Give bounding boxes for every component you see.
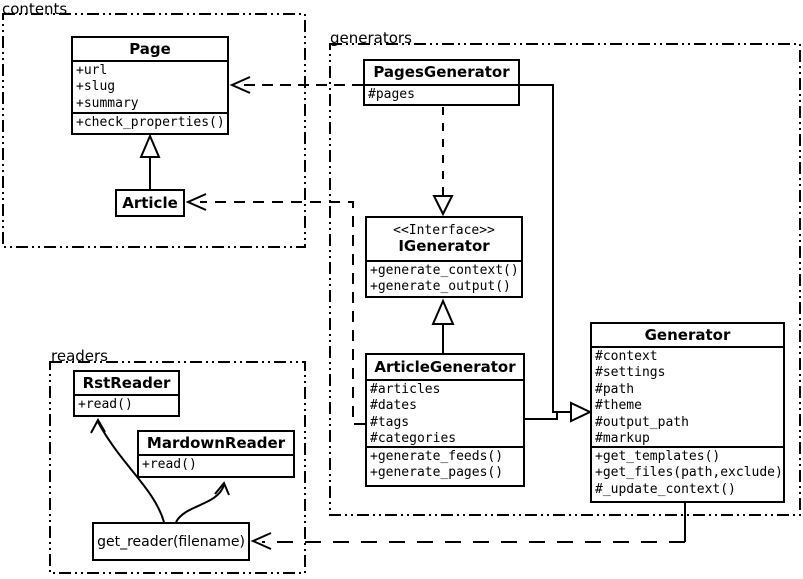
class-articlegenerator-methods: +generate_feeds() +generate_pages() [367,448,523,482]
attribute: #context [595,349,658,364]
class-article-title: Article [122,193,178,212]
attribute: #dates [370,398,417,414]
method: +read() [78,397,133,412]
class-igenerator-title: <<Interface>> IGenerator [367,218,521,262]
attribute: +summary [76,95,139,111]
method: +check_properties() [76,115,225,130]
method: +generate_output() [370,279,511,295]
package-generators-frame [329,43,801,516]
class-igenerator: <<Interface>> IGenerator +generate_conte… [365,216,523,298]
method: +read() [142,457,197,472]
class-markdownreader-title: MardownReader [139,432,293,456]
attribute: #pages [368,87,415,102]
package-contents-label: contents [2,0,68,18]
node-getreader-label: get_reader(filename) [97,533,245,550]
attribute: #tags [370,414,410,430]
attribute: #output_path [595,414,689,430]
edge-article-inherits-page [139,133,161,189]
class-igenerator-methods: +generate_context() +generate_output() [367,262,521,296]
package-readers-frame [49,361,306,574]
class-rstreader-methods: +read() [75,396,178,413]
class-articlegenerator-title: ArticleGenerator [367,355,523,381]
package-generators-label: generators [330,29,412,47]
class-igenerator-name: IGenerator [398,236,490,255]
edge-pagesgenerator-inherits-generator [520,84,571,413]
class-pagesgenerator-title: PagesGenerator [365,61,518,86]
class-page-methods: +check_properties() [73,114,227,131]
attribute: #theme [595,398,642,414]
attribute: +slug [76,79,116,95]
edge-articlegenerator-realizes-igenerator [431,298,455,354]
class-igenerator-stereotype: <<Interface>> [393,222,495,238]
class-generator-title: Generator [592,324,783,348]
attribute: #markup [595,431,650,447]
edge-generator-depends-getreader [250,503,686,550]
edge-pagesgenerator-depends-page [229,76,363,94]
attribute: #path [595,381,635,397]
class-pagesgenerator: PagesGenerator #pages [363,59,520,106]
class-generator-methods: +get_templates() +get_files(path,exclude… [592,448,783,498]
class-rstreader: RstReader +read() [73,370,180,417]
method: +generate_context() [370,263,519,278]
class-pagesgenerator-attributes: #pages [365,86,518,103]
class-markdownreader-methods: +read() [139,456,293,473]
package-readers-label: readers [51,347,108,365]
attribute: #settings [595,365,666,381]
class-articlegenerator: ArticleGenerator #articles #dates #tags … [365,353,525,487]
class-rstreader-title: RstReader [75,372,178,396]
class-generator: Generator #context #settings #path #them… [590,322,785,503]
method: +generate_feeds() [370,449,504,464]
method: +generate_pages() [370,465,504,481]
method: +get_templates() [595,449,721,464]
method: +get_files(path,exclude) [595,465,783,481]
class-article: Article [115,189,185,217]
class-page: Page +url +slug +summary +check_properti… [71,36,229,135]
attribute: +url [76,63,108,78]
attribute: #categories [370,431,457,447]
class-page-attributes: +url +slug +summary [73,62,227,114]
attribute: #articles [370,382,441,397]
node-getreader: get_reader(filename) [92,522,250,561]
edge-getreader-calls-rstreader [90,417,165,523]
edge-getreader-calls-markdownreader [175,481,230,523]
class-generator-attributes: #context #settings #path #theme #output_… [592,348,783,448]
class-markdownreader: MardownReader +read() [137,430,295,478]
edge-articlegenerator-inherits-generator [525,401,593,423]
class-articlegenerator-attributes: #articles #dates #tags #categories [367,381,523,448]
edge-articlegenerator-depends-article [185,193,365,425]
class-page-title: Page [73,38,227,62]
edge-pagesgenerator-realizes-igenerator [432,107,454,217]
package-contents-frame [2,13,306,248]
method: #_update_context() [595,481,736,497]
